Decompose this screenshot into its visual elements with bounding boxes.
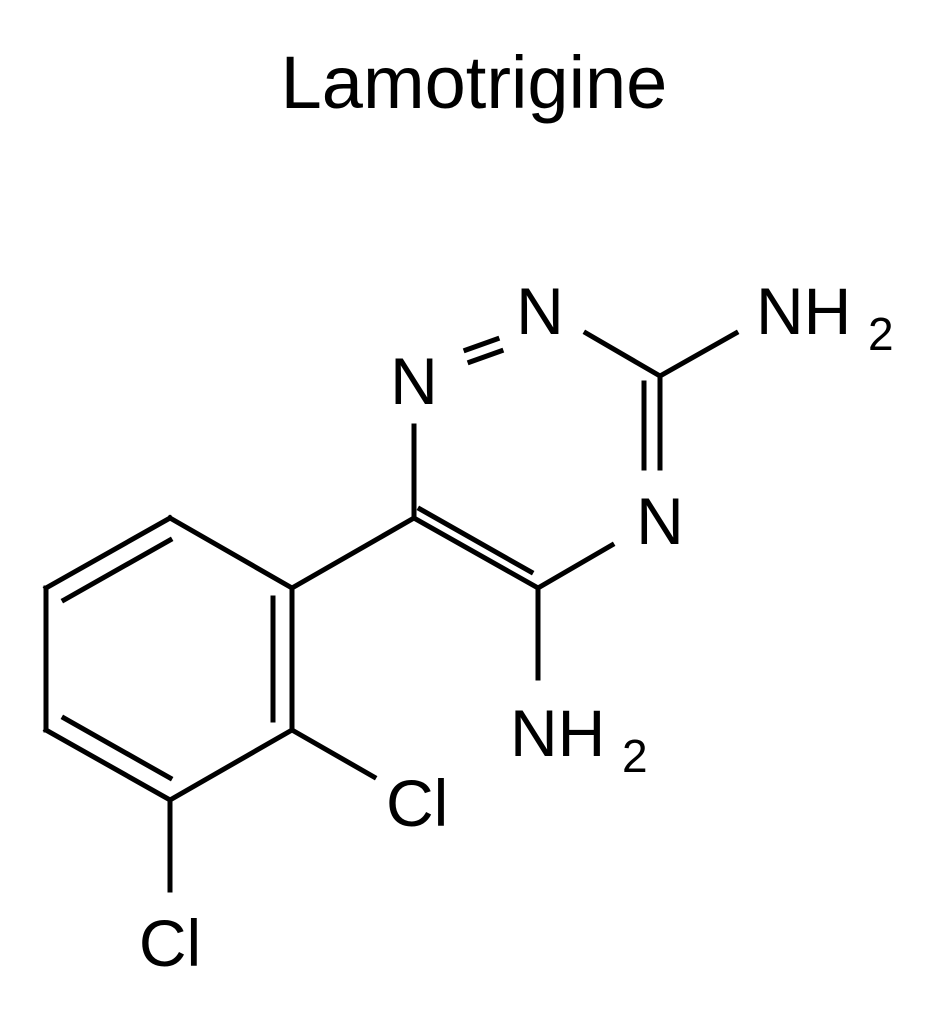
atom-n1: N xyxy=(390,344,438,418)
bond-n1-n2-double-outer xyxy=(462,335,501,354)
bond-ph-c6-c1 xyxy=(166,514,296,592)
bond-c6-phenyl xyxy=(288,514,418,592)
bond-n4-c5 xyxy=(534,541,616,592)
atom-amine-bottom-subscript: 2 xyxy=(622,730,648,782)
bond-ph-c5-c6-inner xyxy=(60,536,174,604)
bond-ph-c3-c4 xyxy=(42,726,174,804)
bond-n2-c3 xyxy=(582,329,664,380)
atom-n2: N xyxy=(516,274,564,348)
atom-amine-bottom: NH xyxy=(510,696,605,770)
bond-n1-n2-double-inner xyxy=(466,347,505,366)
atom-amine-top: NH xyxy=(756,274,851,348)
bond-ph-c5-c6 xyxy=(42,514,174,592)
atom-amine-top-subscript: 2 xyxy=(868,308,894,360)
atom-chlorine-meta: Cl xyxy=(139,906,201,980)
molecule-title: Lamotrigine xyxy=(280,41,668,124)
bond-ph-c2-cl xyxy=(288,726,378,781)
bond-c5-c6-inner xyxy=(416,505,535,576)
bond-c5-c6-outer xyxy=(410,514,542,592)
atom-n4: N xyxy=(636,484,684,558)
bond-ph-c3-c4-inner xyxy=(60,714,174,782)
atom-chlorine-ortho: Cl xyxy=(386,766,448,840)
bond-c3-amine-top xyxy=(656,329,740,380)
bond-ph-c2-c3 xyxy=(166,726,296,804)
